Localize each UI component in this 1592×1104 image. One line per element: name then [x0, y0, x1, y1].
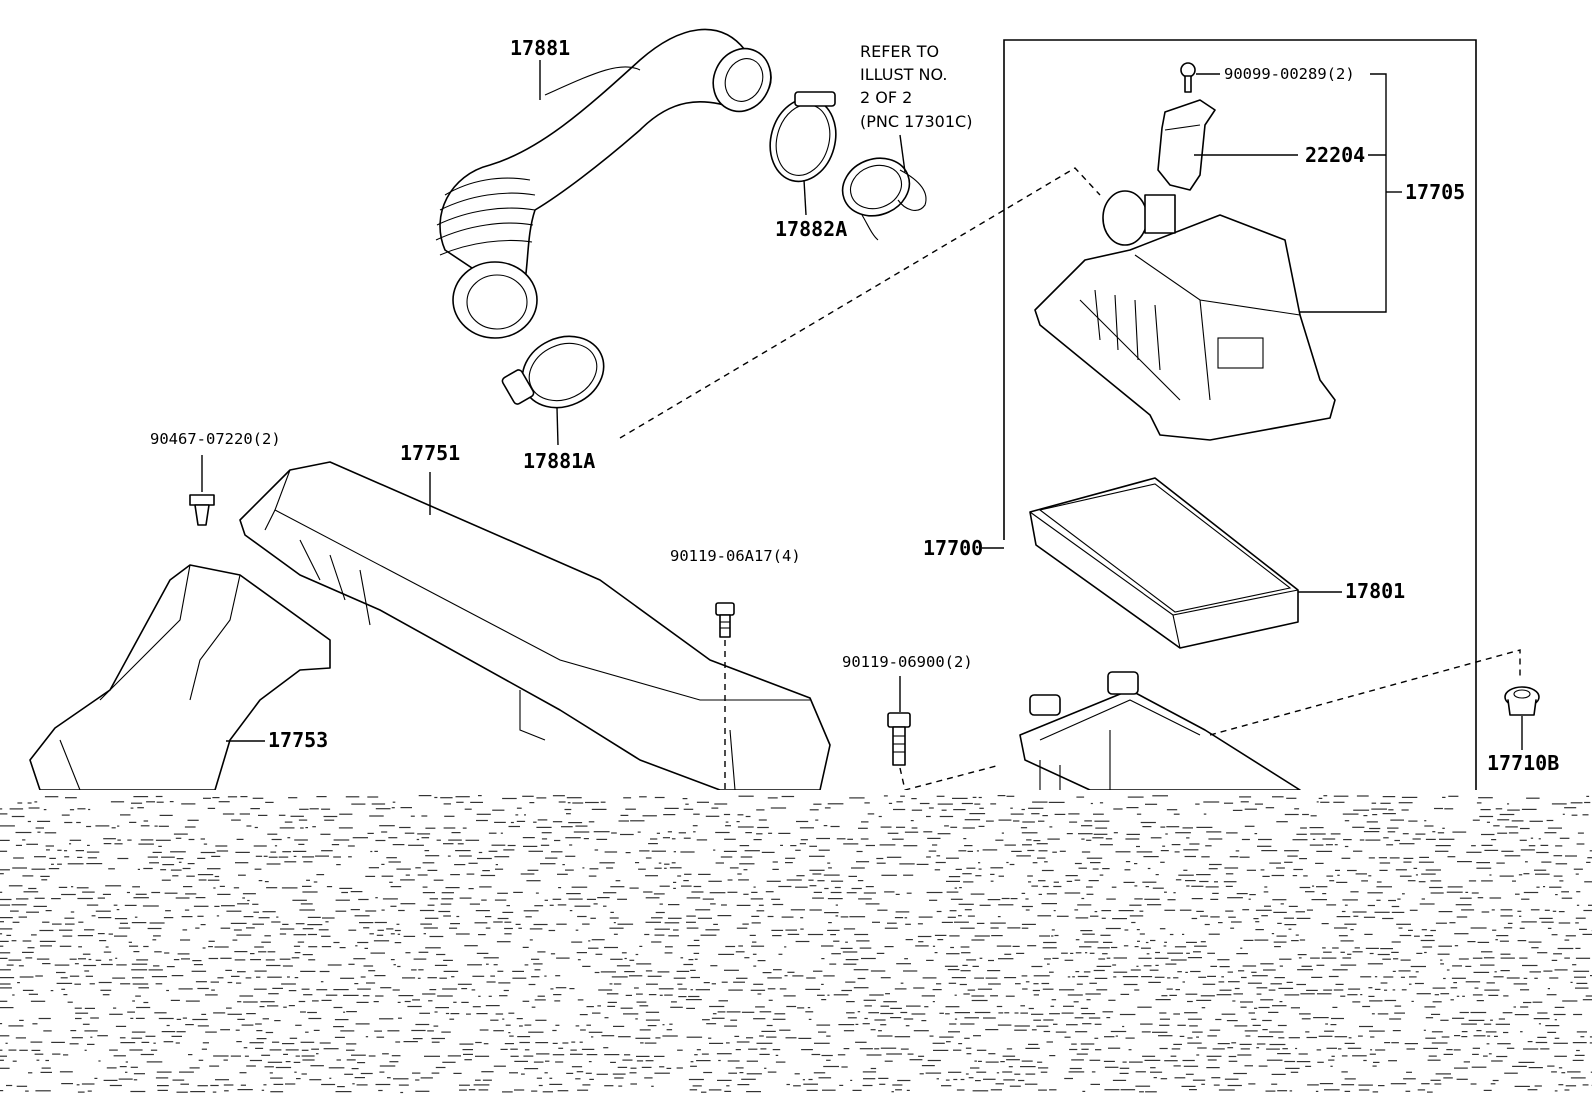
- air-cleaner-cap-17705: [1035, 191, 1335, 440]
- label-17881A: 17881A: [523, 449, 595, 473]
- label-22204: 22204: [1305, 143, 1365, 167]
- label-90099-00289: 90099-00289(2): [1224, 65, 1355, 83]
- air-cleaner-case: [1020, 672, 1300, 790]
- reference-note: REFER TO ILLUST NO. 2 OF 2 (PNC 17301C): [860, 42, 972, 131]
- air-filter-element-17801: [1030, 478, 1342, 648]
- screw-90099: [1181, 63, 1220, 92]
- grommet-17710B: [1505, 687, 1539, 750]
- label-90119-06A17: 90119-06A17(4): [670, 547, 801, 565]
- note-line-3: 2 OF 2: [860, 88, 912, 107]
- hose-clamp-17882A: [761, 91, 845, 215]
- note-line-2: ILLUST NO.: [860, 65, 947, 84]
- hose-clamp-17881A: [501, 323, 615, 445]
- label-17753: 17753: [268, 728, 328, 752]
- scan-noise-band: [0, 790, 1592, 1099]
- air-inlet-17753: [30, 565, 330, 790]
- label-17882A: 17882A: [775, 217, 847, 241]
- bolt-90119-06900: [888, 676, 1000, 790]
- note-line-1: REFER TO: [860, 42, 939, 61]
- clip-90467: [190, 455, 214, 525]
- note-line-4: (PNC 17301C): [860, 112, 972, 131]
- label-17751: 17751: [400, 441, 460, 465]
- label-17700: 17700: [923, 536, 983, 560]
- label-90119-06900: 90119-06900(2): [842, 653, 973, 671]
- intake-hose-17881: [436, 29, 781, 338]
- reference-sleeve: [834, 135, 926, 240]
- label-17801: 17801: [1345, 579, 1405, 603]
- label-17705: 17705: [1405, 180, 1465, 204]
- label-17881: 17881: [510, 36, 570, 60]
- intake-duct-17751: [240, 462, 830, 790]
- assembly-line-grommet: [1210, 650, 1520, 735]
- label-90467-07220: 90467-07220(2): [150, 430, 281, 448]
- label-17710B: 17710B: [1487, 751, 1559, 775]
- bracket-17705: [1300, 74, 1386, 312]
- mass-airflow-sensor-22204: [1158, 100, 1298, 190]
